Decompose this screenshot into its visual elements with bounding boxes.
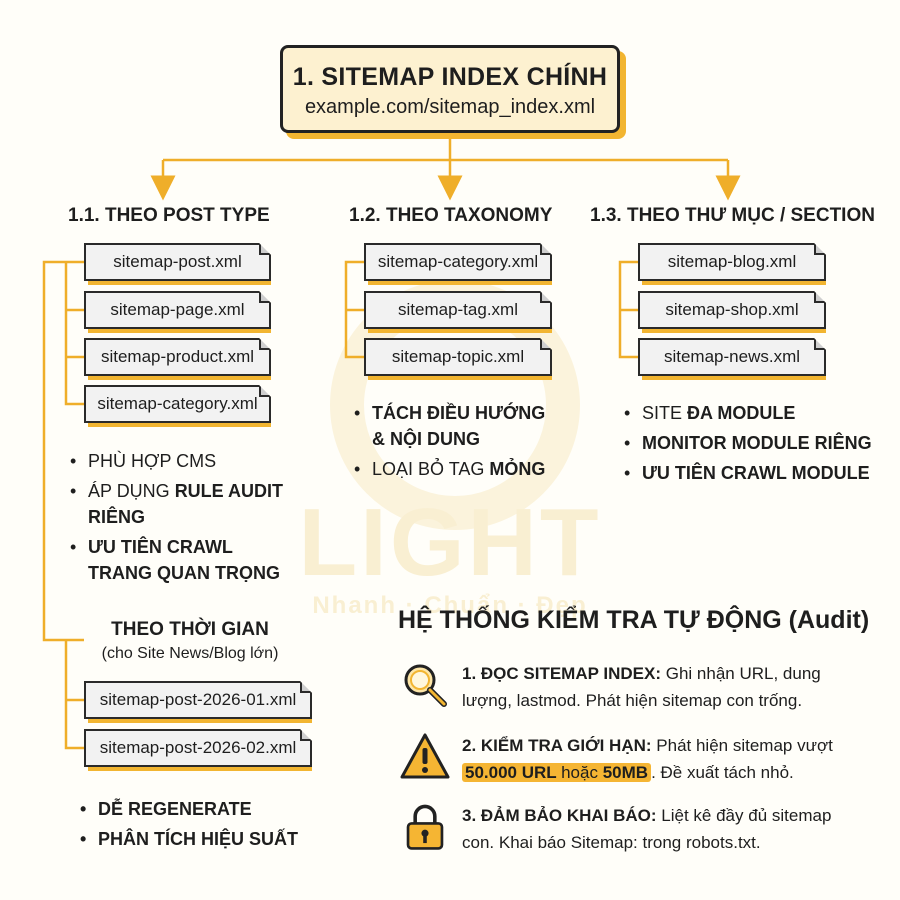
list-item: SITE ĐA MODULE bbox=[622, 400, 882, 426]
audit-item-ensure-declare: 3. ĐẢM BẢO KHAI BÁO: Liệt kê đầy đủ site… bbox=[400, 802, 860, 862]
lock-icon bbox=[406, 804, 444, 850]
time-branch-notes: DỄ REGENERATE PHÂN TÍCH HIỆU SUẤT bbox=[78, 796, 318, 856]
file-sitemap-category-tax: sitemap-category.xml bbox=[364, 243, 552, 281]
root-sitemap-index: 1. SITEMAP INDEX CHÍNH example.com/sitem… bbox=[280, 45, 620, 133]
file-sitemap-page: sitemap-page.xml bbox=[84, 291, 271, 329]
audit-item-text: 1. ĐỌC SITEMAP INDEX: Ghi nhận URL, dung… bbox=[462, 664, 821, 710]
branch-section-title: 1.3. THEO THƯ MỤC / SECTION bbox=[590, 205, 875, 226]
file-sitemap-post-2026-02: sitemap-post-2026-02.xml bbox=[84, 729, 312, 767]
file-sitemap-post: sitemap-post.xml bbox=[84, 243, 271, 281]
list-item: ƯU TIÊN CRAWL MODULE bbox=[622, 460, 882, 486]
branch-section-notes: SITE ĐA MODULE MONITOR MODULE RIÊNG ƯU T… bbox=[622, 400, 882, 490]
file-sitemap-tag: sitemap-tag.xml bbox=[364, 291, 552, 329]
list-item: ÁP DỤNG RULE AUDIT RIÊNG bbox=[68, 478, 298, 530]
file-sitemap-topic: sitemap-topic.xml bbox=[364, 338, 552, 376]
audit-title: HỆ THỐNG KIỂM TRA TỰ ĐỘNG (Audit) bbox=[398, 606, 870, 634]
time-branch-title: THEO THỜI GIAN bbox=[111, 619, 269, 640]
magnifier-icon bbox=[404, 664, 447, 707]
root-title: 1. SITEMAP INDEX CHÍNH bbox=[292, 63, 608, 91]
list-item: MONITOR MODULE RIÊNG bbox=[622, 430, 882, 456]
root-url: example.com/sitemap_index.xml bbox=[304, 96, 596, 118]
audit-item-read-index: 1. ĐỌC SITEMAP INDEX: Ghi nhận URL, dung… bbox=[400, 660, 860, 716]
list-item: TÁCH ĐIỀU HƯỚNG & NỘI DUNG bbox=[352, 400, 552, 452]
list-item: ƯU TIÊN CRAWL TRANG QUAN TRỌNG bbox=[68, 534, 298, 586]
file-sitemap-product: sitemap-product.xml bbox=[84, 338, 271, 376]
list-item: PHÙ HỢP CMS bbox=[68, 448, 298, 474]
branch-post-type-notes: PHÙ HỢP CMS ÁP DỤNG RULE AUDIT RIÊNG ƯU … bbox=[68, 448, 298, 590]
watermark-brand: LIGHT bbox=[298, 489, 602, 596]
limit-highlight: 50.000 URL hoặc 50MB bbox=[462, 763, 652, 782]
list-item: LOẠI BỎ TAG MỎNG bbox=[352, 456, 552, 482]
branch-post-type-title: 1.1. THEO POST TYPE bbox=[68, 205, 270, 226]
file-sitemap-post-2026-01: sitemap-post-2026-01.xml bbox=[84, 681, 312, 719]
file-sitemap-shop: sitemap-shop.xml bbox=[638, 291, 826, 329]
branch-taxonomy-notes: TÁCH ĐIỀU HƯỚNG & NỘI DUNG LOẠI BỎ TAG M… bbox=[352, 400, 552, 486]
watermark-tagline: Nhanh · Chuẩn · Đẹp bbox=[312, 592, 588, 619]
branch-taxonomy-title: 1.2. THEO TAXONOMY bbox=[349, 205, 553, 226]
list-item: PHÂN TÍCH HIỆU SUẤT bbox=[78, 826, 318, 852]
warning-icon bbox=[400, 733, 450, 779]
audit-item-text: 2. KIỂM TRA GIỚI HẠN: Phát hiện sitemap … bbox=[462, 736, 833, 782]
audit-item-check-limits: 2. KIỂM TRA GIỚI HẠN: Phát hiện sitemap … bbox=[400, 732, 860, 788]
list-item: DỄ REGENERATE bbox=[78, 796, 318, 822]
audit-item-text: 3. ĐẢM BẢO KHAI BÁO: Liệt kê đầy đủ site… bbox=[462, 806, 832, 852]
file-sitemap-category: sitemap-category.xml bbox=[84, 385, 271, 423]
file-sitemap-news: sitemap-news.xml bbox=[638, 338, 826, 376]
file-sitemap-blog: sitemap-blog.xml bbox=[638, 243, 826, 281]
time-branch-subtitle: (cho Site News/Blog lớn) bbox=[101, 645, 279, 662]
